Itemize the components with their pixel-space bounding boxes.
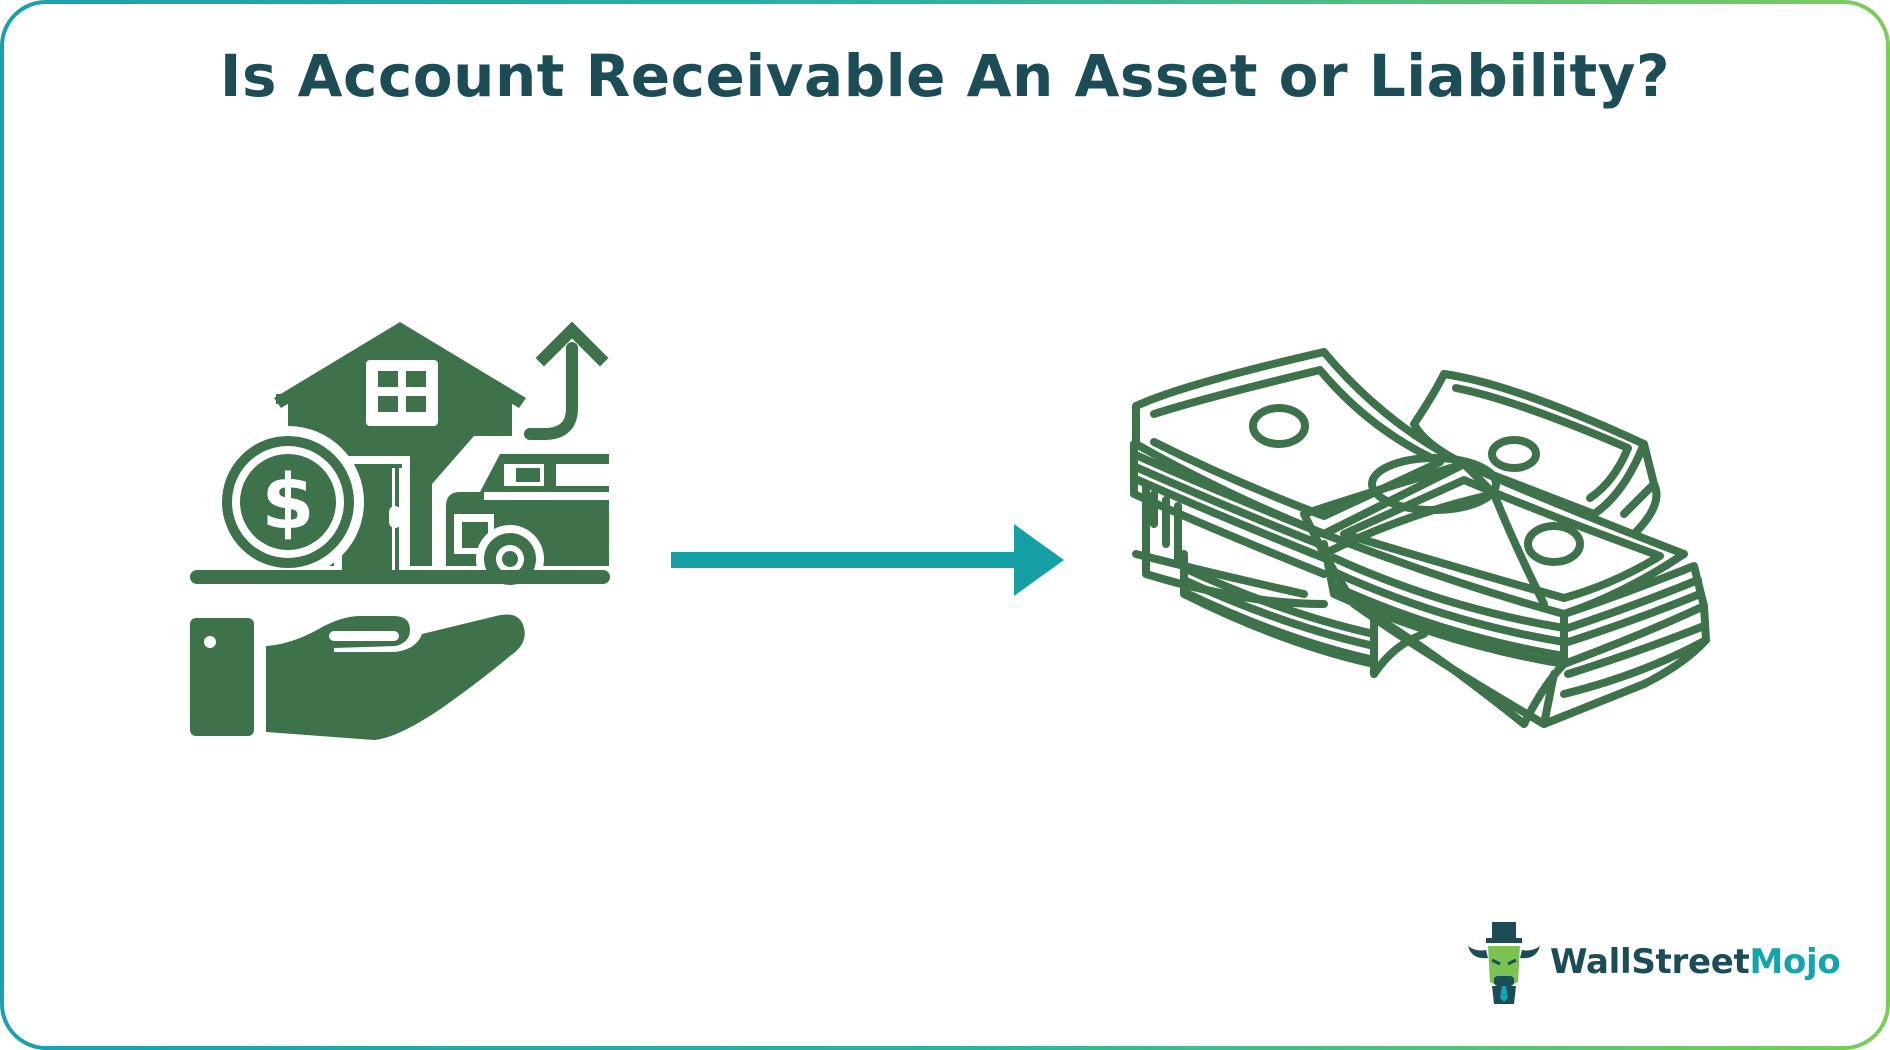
asset-hand-house-car-coin-icon: $ — [190, 321, 610, 740]
card: Is Account Receivable An Asset or Liabil… — [4, 4, 1886, 1046]
svg-text:$: $ — [262, 457, 315, 546]
right-arrow-icon — [671, 524, 1064, 596]
page-title: Is Account Receivable An Asset or Liabil… — [219, 42, 1671, 110]
brand-name: WallStreetMojo — [1550, 942, 1841, 982]
cash-stack-icon — [1130, 348, 1710, 728]
bull-mascot-logo-icon — [1468, 922, 1540, 1004]
brand-logo: WallStreetMojo — [1462, 922, 1841, 1004]
brand-name-part2: Mojo — [1749, 942, 1841, 982]
brand-name-part1: WallStreet — [1550, 942, 1750, 982]
